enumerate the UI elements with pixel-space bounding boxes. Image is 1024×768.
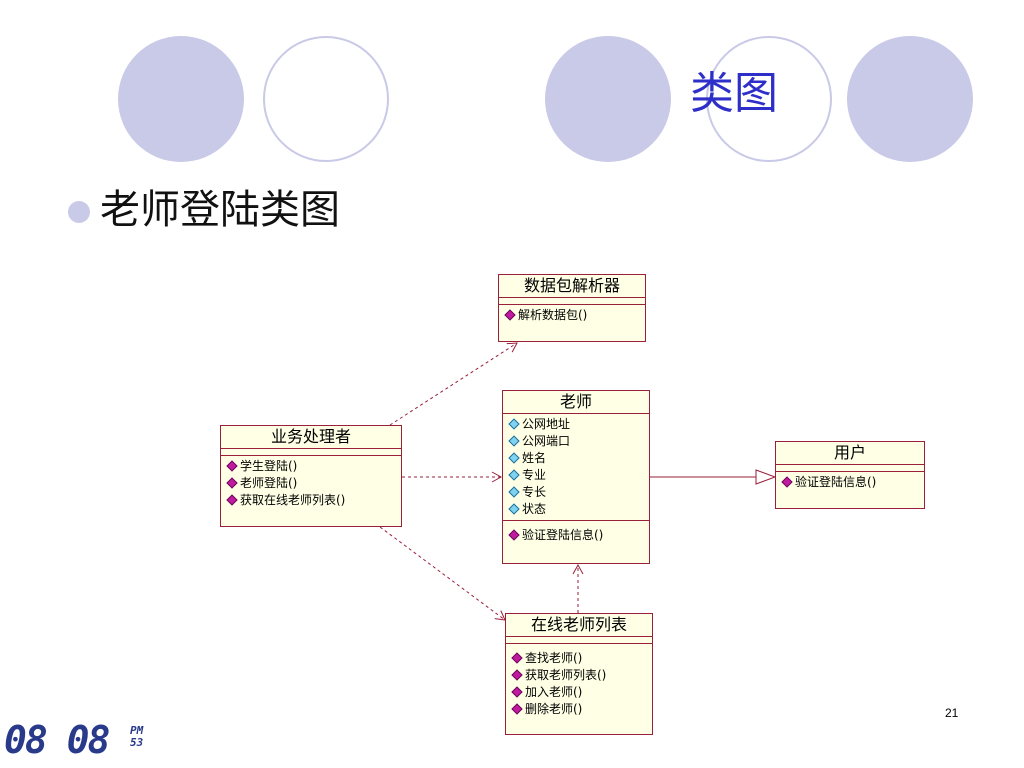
class-parser[interactable]: 数据包解析器 解析数据包()	[498, 274, 646, 342]
operation: 解析数据包()	[503, 307, 641, 324]
attribute: 专业	[507, 467, 645, 484]
dependency-business-parser	[389, 342, 518, 426]
attribute-icon	[508, 503, 520, 515]
operations-section: 验证登陆信息()	[503, 521, 649, 546]
attributes-section: 公网地址 公网端口 姓名 专业 专长 状态	[503, 414, 649, 521]
slide-title: 类图	[690, 68, 778, 119]
operation: 加入老师()	[510, 684, 648, 701]
class-name: 老师	[503, 391, 649, 414]
attribute: 公网端口	[507, 433, 645, 450]
operation: 查找老师()	[510, 650, 648, 667]
attribute-icon	[508, 452, 520, 464]
operation: 老师登陆()	[225, 475, 397, 492]
class-name: 在线老师列表	[506, 614, 652, 637]
operation-icon	[226, 460, 238, 472]
attribute-icon	[508, 469, 520, 481]
class-user[interactable]: 用户 验证登陆信息()	[775, 441, 925, 509]
operation-icon	[226, 477, 238, 489]
class-name: 业务处理者	[221, 426, 401, 449]
attributes-section	[499, 298, 645, 305]
operation-icon	[226, 494, 238, 506]
operations-section: 验证登陆信息()	[776, 472, 924, 493]
attribute: 状态	[507, 501, 645, 518]
attribute-icon	[508, 418, 520, 430]
decorative-ring	[706, 36, 832, 162]
attributes-section	[221, 449, 401, 456]
operations-section: 解析数据包()	[499, 305, 645, 326]
class-business-handler[interactable]: 业务处理者 学生登陆() 老师登陆() 获取在线老师列表()	[220, 425, 402, 527]
attributes-section	[776, 465, 924, 472]
dependency-business-online	[379, 526, 506, 621]
operation: 获取老师列表()	[510, 667, 648, 684]
attribute: 公网地址	[507, 416, 645, 433]
operation-icon	[504, 309, 516, 321]
decorative-circle	[847, 36, 973, 162]
decorative-ring	[263, 36, 389, 162]
operation-icon	[511, 703, 523, 715]
decorative-circle	[545, 36, 671, 162]
page-number: 21	[945, 706, 959, 720]
attribute-icon	[508, 435, 520, 447]
operation-icon	[511, 686, 523, 698]
operation-icon	[511, 652, 523, 664]
operation: 删除老师()	[510, 701, 648, 718]
clock-ampm: PM	[130, 724, 144, 737]
clock-widget: 08 08 PM 53	[4, 718, 143, 762]
decorative-circle	[118, 36, 244, 162]
operation-icon	[511, 669, 523, 681]
operation: 验证登陆信息()	[780, 474, 920, 491]
attribute: 专长	[507, 484, 645, 501]
clock-time: 08 08	[4, 718, 110, 762]
operations-section: 学生登陆() 老师登陆() 获取在线老师列表()	[221, 456, 401, 511]
operations-section: 查找老师() 获取老师列表() 加入老师() 删除老师()	[506, 644, 652, 720]
attributes-section	[506, 637, 652, 644]
class-name: 用户	[776, 442, 924, 465]
bullet-text: 老师登陆类图	[100, 187, 340, 233]
clock-side: PM 53	[130, 725, 143, 749]
clock-seconds: 53	[130, 736, 144, 749]
class-teacher[interactable]: 老师 公网地址 公网端口 姓名 专业 专长 状态 验证登陆信息()	[502, 390, 650, 564]
operation-icon	[781, 476, 793, 488]
operation-icon	[508, 529, 520, 541]
attribute: 姓名	[507, 450, 645, 467]
operation: 验证登陆信息()	[507, 527, 645, 544]
bullet-icon	[68, 201, 90, 223]
operation: 获取在线老师列表()	[225, 492, 397, 509]
operation: 学生登陆()	[225, 458, 397, 475]
attribute-icon	[508, 486, 520, 498]
class-name: 数据包解析器	[499, 275, 645, 298]
class-online-teacher-list[interactable]: 在线老师列表 查找老师() 获取老师列表() 加入老师() 删除老师()	[505, 613, 653, 735]
